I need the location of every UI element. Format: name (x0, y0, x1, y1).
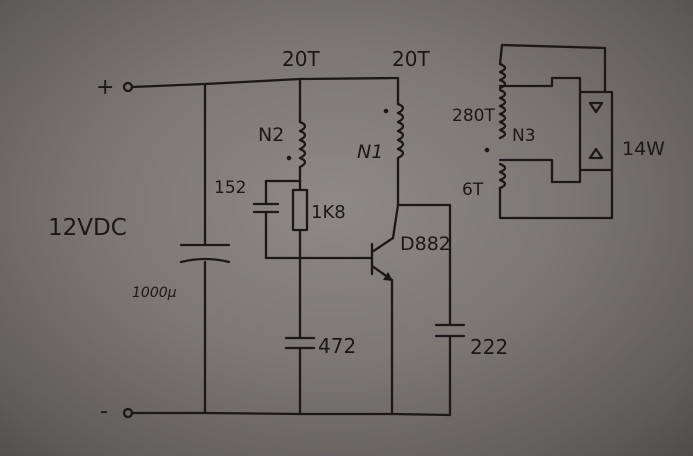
negative-rail (130, 411, 452, 417)
n3-lower-tap (498, 158, 582, 184)
n3-turns-label: 280T (452, 106, 495, 126)
cap-152-bottom-wire (264, 210, 302, 260)
cap-472-label: 472 (318, 334, 356, 358)
plus-label: + (96, 75, 114, 100)
tap-turns-label: 6T (462, 180, 484, 200)
n3-label: N3 (512, 126, 536, 146)
n2-phase-dot (286, 155, 292, 161)
minus-label: - (100, 399, 108, 424)
lamp-14w-tube (578, 90, 614, 172)
cap-222-plates (434, 323, 466, 338)
supply-voltage-label: 12VDC (48, 215, 127, 241)
transistor-collector-leg (370, 236, 395, 254)
minus-terminal (122, 407, 134, 419)
n1-turns-label: 20T (392, 47, 430, 71)
n2-label: N2 (258, 124, 284, 146)
n3-upper-tap (498, 76, 582, 94)
lamp-label: 14W (622, 138, 665, 160)
n3-phase-dot (484, 147, 490, 153)
lamp-14w-filaments (588, 101, 604, 160)
cap-472-plates (284, 336, 316, 350)
n2-coil (298, 120, 307, 169)
cap-152-label: 152 (214, 178, 246, 198)
resistor-1k8-label: 1K8 (311, 202, 346, 223)
transistor-label: D882 (400, 233, 451, 255)
positive-rail (130, 76, 400, 89)
cap-152-plates (252, 202, 280, 214)
n3-coil-upper (498, 62, 507, 90)
n3-coil-main (498, 88, 507, 140)
n3-coil-lower (498, 162, 507, 190)
resistor-1k8 (291, 188, 309, 232)
transistor-emitter-arrow (383, 272, 393, 281)
collector-wire (391, 156, 400, 240)
plus-terminal (122, 81, 134, 93)
n3-bottom-loop (498, 168, 614, 220)
collector-tap (396, 203, 452, 327)
cap-1000u-plates (179, 243, 231, 264)
n1-phase-dot (383, 108, 389, 114)
n1-coil (396, 102, 405, 160)
n2-turns-label: 20T (282, 47, 320, 71)
cap-222-label: 222 (470, 335, 508, 359)
n1-label: N1 (357, 141, 383, 163)
n3-top-loop (498, 43, 607, 94)
cap-1000u-label: 1000µ (132, 285, 177, 301)
